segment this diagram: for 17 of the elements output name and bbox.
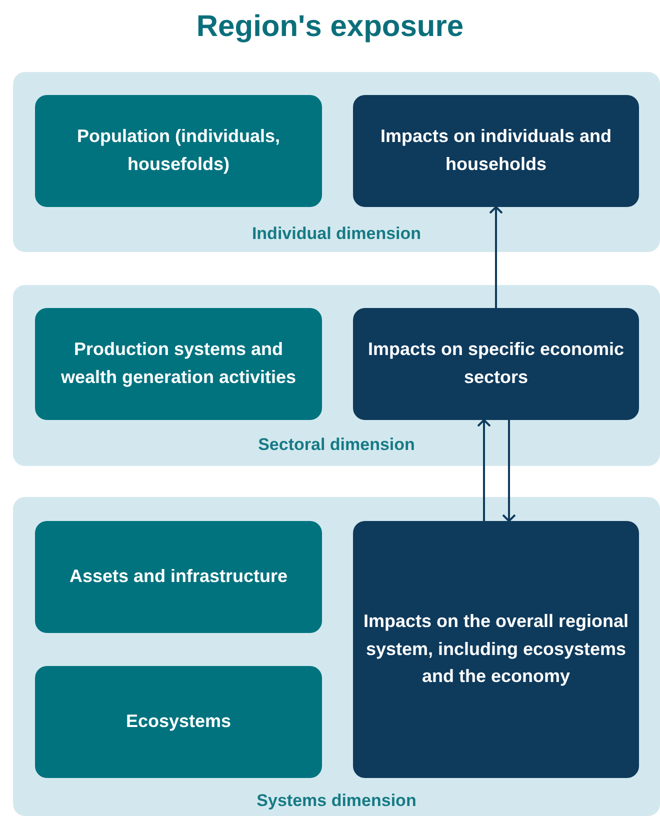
- band-label: Systems dimension: [256, 791, 418, 811]
- arrow: [502, 420, 516, 522]
- band-label: Individual dimension: [250, 224, 422, 244]
- dimension-band: [13, 72, 660, 252]
- dimension-band: [13, 285, 660, 466]
- band-label: Sectoral dimension: [257, 435, 416, 455]
- exposure-box: Population (individuals, housefolds): [35, 95, 322, 207]
- impact-box: Impacts on specific economic sectors: [353, 308, 639, 420]
- exposure-box: Assets and infrastructure: [35, 521, 322, 633]
- title: Region's exposure: [195, 10, 465, 44]
- impact-box: Impacts on individuals and households: [353, 95, 639, 207]
- exposure-box: Production systems and wealth generation activities: [35, 308, 322, 420]
- impact-box: Impacts on the overall regional system, including ecosystems and the economy: [353, 521, 639, 778]
- exposure-box: Ecosystems: [35, 666, 322, 778]
- arrow: [477, 419, 491, 521]
- dimension-band: [13, 497, 660, 816]
- arrow: [489, 206, 503, 308]
